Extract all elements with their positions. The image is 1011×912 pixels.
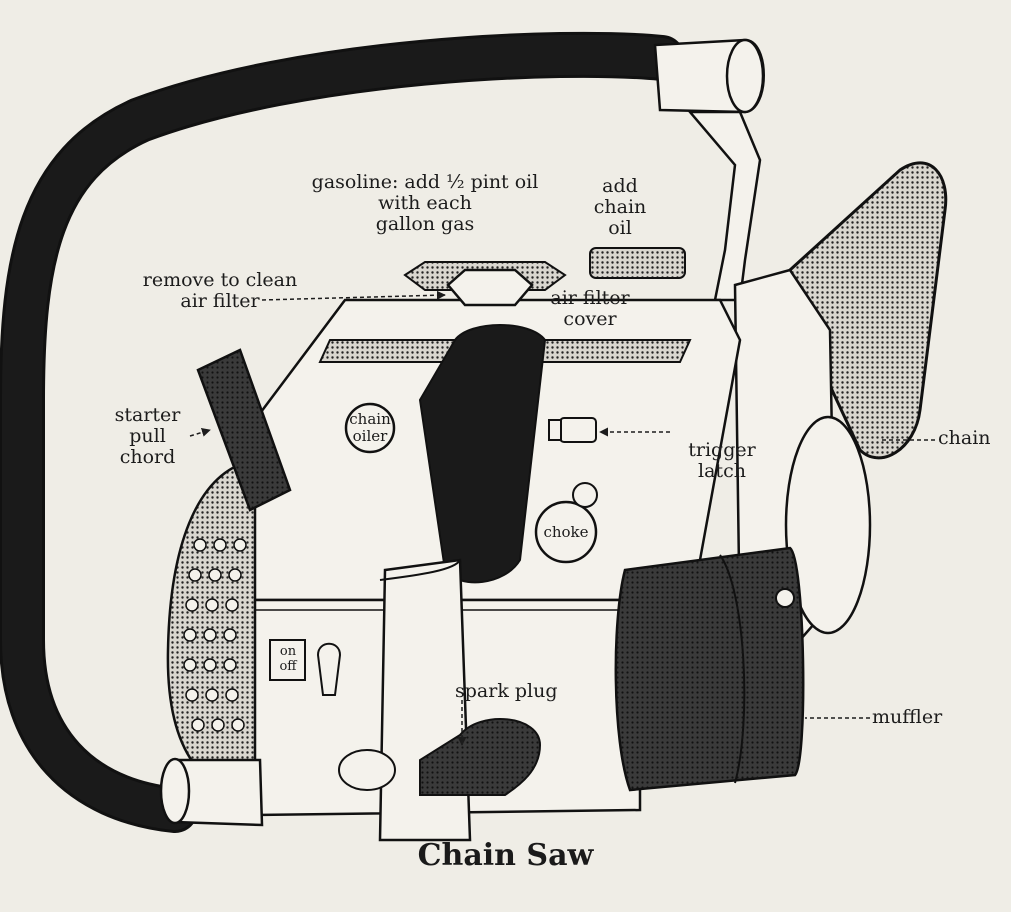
label-chain-oiler: chain oiler [340,411,400,445]
label-spark-plug: spark plug [455,681,595,702]
label-muffler: muffler [872,707,972,728]
label-remove-filter-line1: remove to clean [120,270,320,291]
label-remove-filter-line2: air filter [120,291,320,312]
label-starter-line1: starter [105,405,190,426]
label-starter-line2: pull [105,426,190,447]
figure-caption: Chain Saw [0,838,1011,873]
label-chain-oil-line1: add [590,176,650,197]
label-switch: on off [270,644,306,674]
label-chain-oiler-line1: chain [340,411,400,428]
label-trigger-latch-line2: latch [672,461,772,482]
label-chain-oil: add chain oil [590,176,650,239]
muffler-part [616,548,803,790]
label-chain-oil-line3: oil [590,218,650,239]
oil-cap [590,248,685,278]
label-chain-oil-line2: chain [590,197,650,218]
label-choke: choke [538,524,594,541]
label-chain-oiler-line2: oiler [340,428,400,445]
label-gasoline-line1: gasoline: add ½ pint oil [280,172,570,193]
label-remove-filter: remove to clean air filter [120,270,320,312]
trigger-latch-part [560,418,596,442]
label-gasoline: gasoline: add ½ pint oil with each gallo… [280,172,570,235]
label-switch-off: off [270,659,306,674]
label-chain: chain [938,428,1008,449]
label-air-filter-cover-line1: air filter [535,288,645,309]
toggle-switch [318,644,340,695]
label-starter: starter pull chord [105,405,190,468]
air-filter-nut [448,270,532,305]
label-gasoline-line3: gallon gas [280,214,570,235]
label-trigger-latch: trigger latch [672,440,772,482]
leader-starter [190,430,210,436]
label-gasoline-line2: with each [280,193,570,214]
label-air-filter-cover: air filter cover [535,288,645,330]
label-switch-on: on [270,644,306,659]
label-trigger-latch-line1: trigger [672,440,772,461]
label-air-filter-cover-line2: cover [535,309,645,330]
label-starter-line3: chord [105,447,190,468]
